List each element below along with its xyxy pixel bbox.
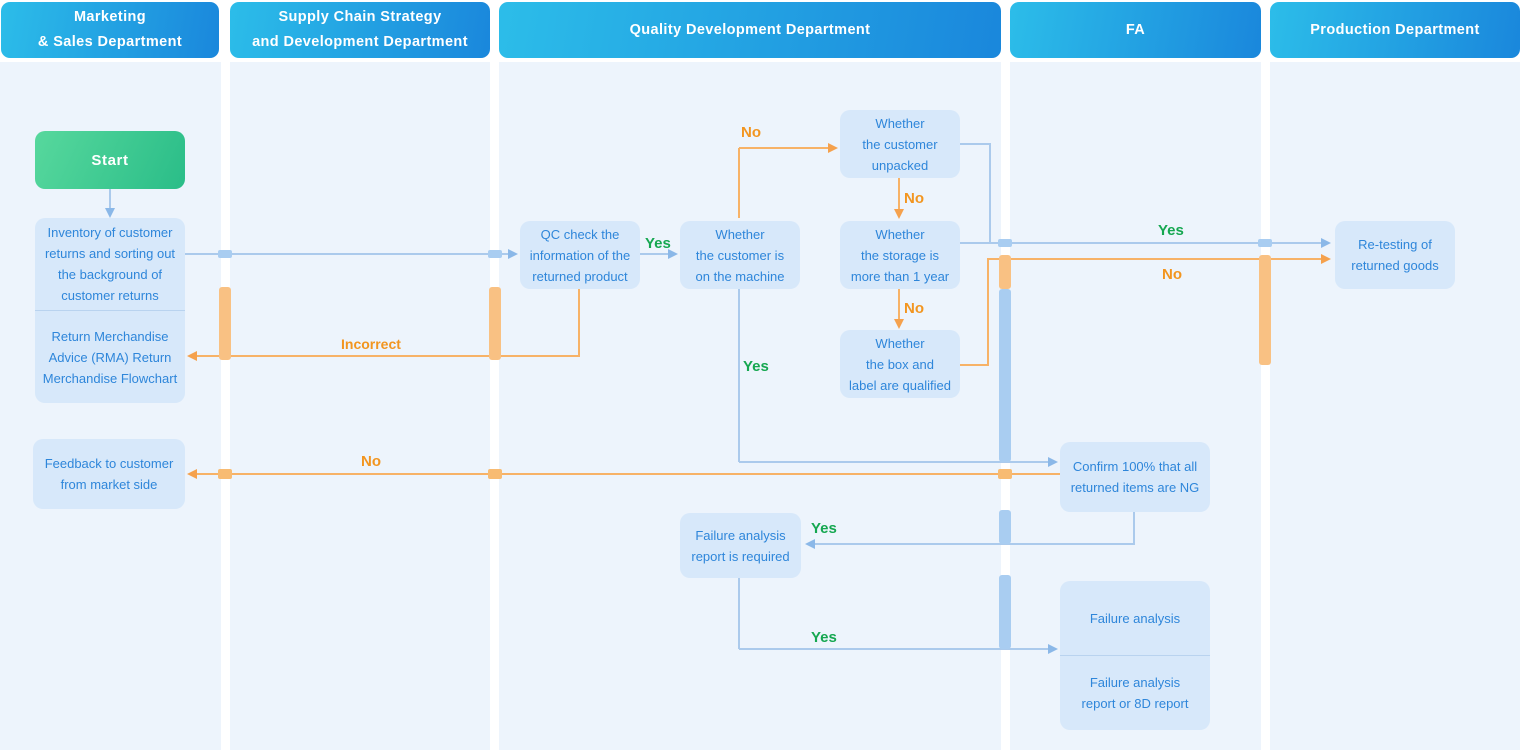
lane-production	[1270, 62, 1520, 750]
lane-header-fa: FA	[1010, 2, 1261, 58]
edge-label-confirm-no: No	[361, 453, 381, 470]
node-start: Start	[35, 131, 185, 189]
edge-storage-to-retest	[960, 242, 1321, 244]
edge-boxlabel-elbow-h	[960, 364, 988, 366]
lane-supply	[230, 62, 490, 750]
arrowhead	[187, 351, 197, 361]
edge-qc-to-machine	[640, 253, 668, 255]
arrowhead	[508, 249, 518, 259]
edge-label-confirm-yes: Yes	[811, 520, 837, 537]
gutter-bar-blue	[999, 510, 1011, 544]
gutter-cross-mark-orange	[488, 469, 502, 479]
edge-machine-down	[738, 289, 740, 462]
edge-label-machine-no: No	[741, 124, 761, 141]
edge-confirm-to-feedback	[197, 473, 1060, 475]
edge-unpacked-elbow-h	[960, 143, 990, 145]
node-stack-inventory-rma: Inventory of customer returns and sortin…	[35, 218, 185, 403]
edge-unpacked-no	[898, 178, 900, 209]
edge-confirm-to-report	[815, 543, 1135, 545]
edge-storage-no	[898, 289, 900, 319]
node-failure-report: Failure analysis report or 8D report	[1060, 655, 1210, 730]
edge-inventory-to-qc	[185, 253, 508, 255]
node-rma: Return Merchandise Advice (RMA) Return M…	[35, 310, 185, 403]
edge-label-storage-yes: Yes	[1158, 222, 1184, 239]
edge-start-to-inventory	[109, 189, 111, 214]
gutter-cross-square	[488, 250, 502, 258]
edge-machine-no-h	[739, 147, 828, 149]
edge-label-qc-yes: Yes	[645, 235, 671, 252]
edge-label-incorrect: Incorrect	[341, 336, 401, 352]
gutter-cross-square	[998, 239, 1012, 247]
edge-report-down	[738, 578, 740, 649]
lane-header-production: Production Department	[1270, 2, 1520, 58]
gutter-cross-square	[1258, 239, 1272, 247]
node-failure-analysis: Failure analysis	[1089, 610, 1181, 626]
edge-incorrect-v	[578, 289, 580, 357]
node-fa-report-required: Failure analysis report is required	[680, 513, 801, 578]
arrowhead	[828, 143, 838, 153]
edge-confirm-down	[1133, 512, 1135, 544]
gutter-bar-blue	[999, 575, 1011, 649]
edge-boxlabel-elbow-v	[987, 258, 989, 366]
node-storage: Whether the storage is more than 1 year	[840, 221, 960, 289]
lane-header-supply: Supply Chain Strategy and Development De…	[230, 2, 490, 58]
node-confirm-ng: Confirm 100% that all returned items are…	[1060, 442, 1210, 512]
gutter-bar-orange	[489, 287, 501, 360]
arrowhead	[894, 209, 904, 219]
edge-label-boxlabel-no: No	[1162, 266, 1182, 283]
lane-header-quality: Quality Development Department	[499, 2, 1001, 58]
lane-header-marketing: Marketing & Sales Department	[1, 2, 219, 58]
node-qc-check: QC check the information of the returned…	[520, 221, 640, 289]
edge-incorrect-h	[197, 355, 580, 357]
edge-label-machine-yes: Yes	[743, 358, 769, 375]
gutter-bar-orange	[1259, 255, 1271, 365]
node-on-machine: Whether the customer is on the machine	[680, 221, 800, 289]
node-inventory: Inventory of customer returns and sortin…	[44, 225, 176, 303]
edge-machine-no-v	[738, 148, 740, 218]
edge-label-storage-no: No	[904, 300, 924, 317]
arrowhead	[1321, 238, 1331, 248]
arrowhead	[105, 208, 115, 218]
edge-boxlabel-to-retest	[987, 258, 1321, 260]
edge-machine-to-confirm	[739, 461, 1048, 463]
edge-report-to-failure	[739, 648, 1048, 650]
arrowhead	[894, 319, 904, 329]
gutter-bar-orange	[999, 255, 1011, 289]
arrowhead	[187, 469, 197, 479]
gutter-cross-square	[218, 250, 232, 258]
gutter-cross-mark-orange	[218, 469, 232, 479]
edge-label-unpacked-no: No	[904, 190, 924, 207]
arrowhead	[1048, 644, 1058, 654]
arrowhead	[805, 539, 815, 549]
arrowhead	[1048, 457, 1058, 467]
node-unpacked: Whether the customer unpacked	[840, 110, 960, 178]
gutter-cross-mark-orange	[998, 469, 1012, 479]
node-stack-failure: Failure analysis Failure analysis report…	[1060, 581, 1210, 730]
edge-unpacked-elbow-v	[989, 143, 991, 243]
gutter-bar-orange	[219, 287, 231, 360]
arrowhead	[668, 249, 678, 259]
node-box-label: Whether the box and label are qualified	[840, 330, 960, 398]
node-feedback: Feedback to customer from market side	[33, 439, 185, 509]
gutter-bar-blue	[999, 289, 1011, 462]
edge-label-report-yes: Yes	[811, 629, 837, 646]
node-retest: Re-testing of returned goods	[1335, 221, 1455, 289]
arrowhead	[1321, 254, 1331, 264]
